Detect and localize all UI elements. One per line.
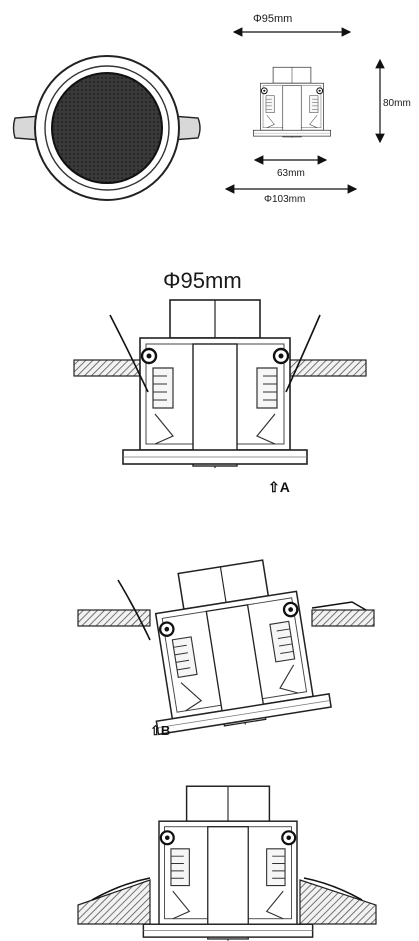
dimension-inner-width: 63mm xyxy=(277,168,305,179)
speaker-grille xyxy=(51,72,163,184)
install-step-a: Φ95mm ⇧A xyxy=(73,268,367,495)
install-step-c xyxy=(77,785,377,941)
dimension-height: 80mm xyxy=(383,98,411,109)
ceiling-right xyxy=(285,359,367,377)
ceiling-left xyxy=(77,609,151,627)
step-b-label: ⇧B xyxy=(150,723,170,738)
front-view xyxy=(12,55,201,201)
install-step-b: ⇧B xyxy=(77,551,375,740)
ceiling-right xyxy=(299,879,377,925)
step-a-label: ⇧A xyxy=(268,479,290,495)
dimension-outer-width: Φ103mm xyxy=(264,194,305,205)
dimension-drawing: Φ95mm 80mm 63mm Φ103mm xyxy=(224,13,411,205)
dimension-top-width: Φ95mm xyxy=(253,13,292,25)
ceiling-right xyxy=(311,609,375,627)
ceiling-left xyxy=(77,879,151,925)
cutout-label: Φ95mm xyxy=(163,268,242,293)
